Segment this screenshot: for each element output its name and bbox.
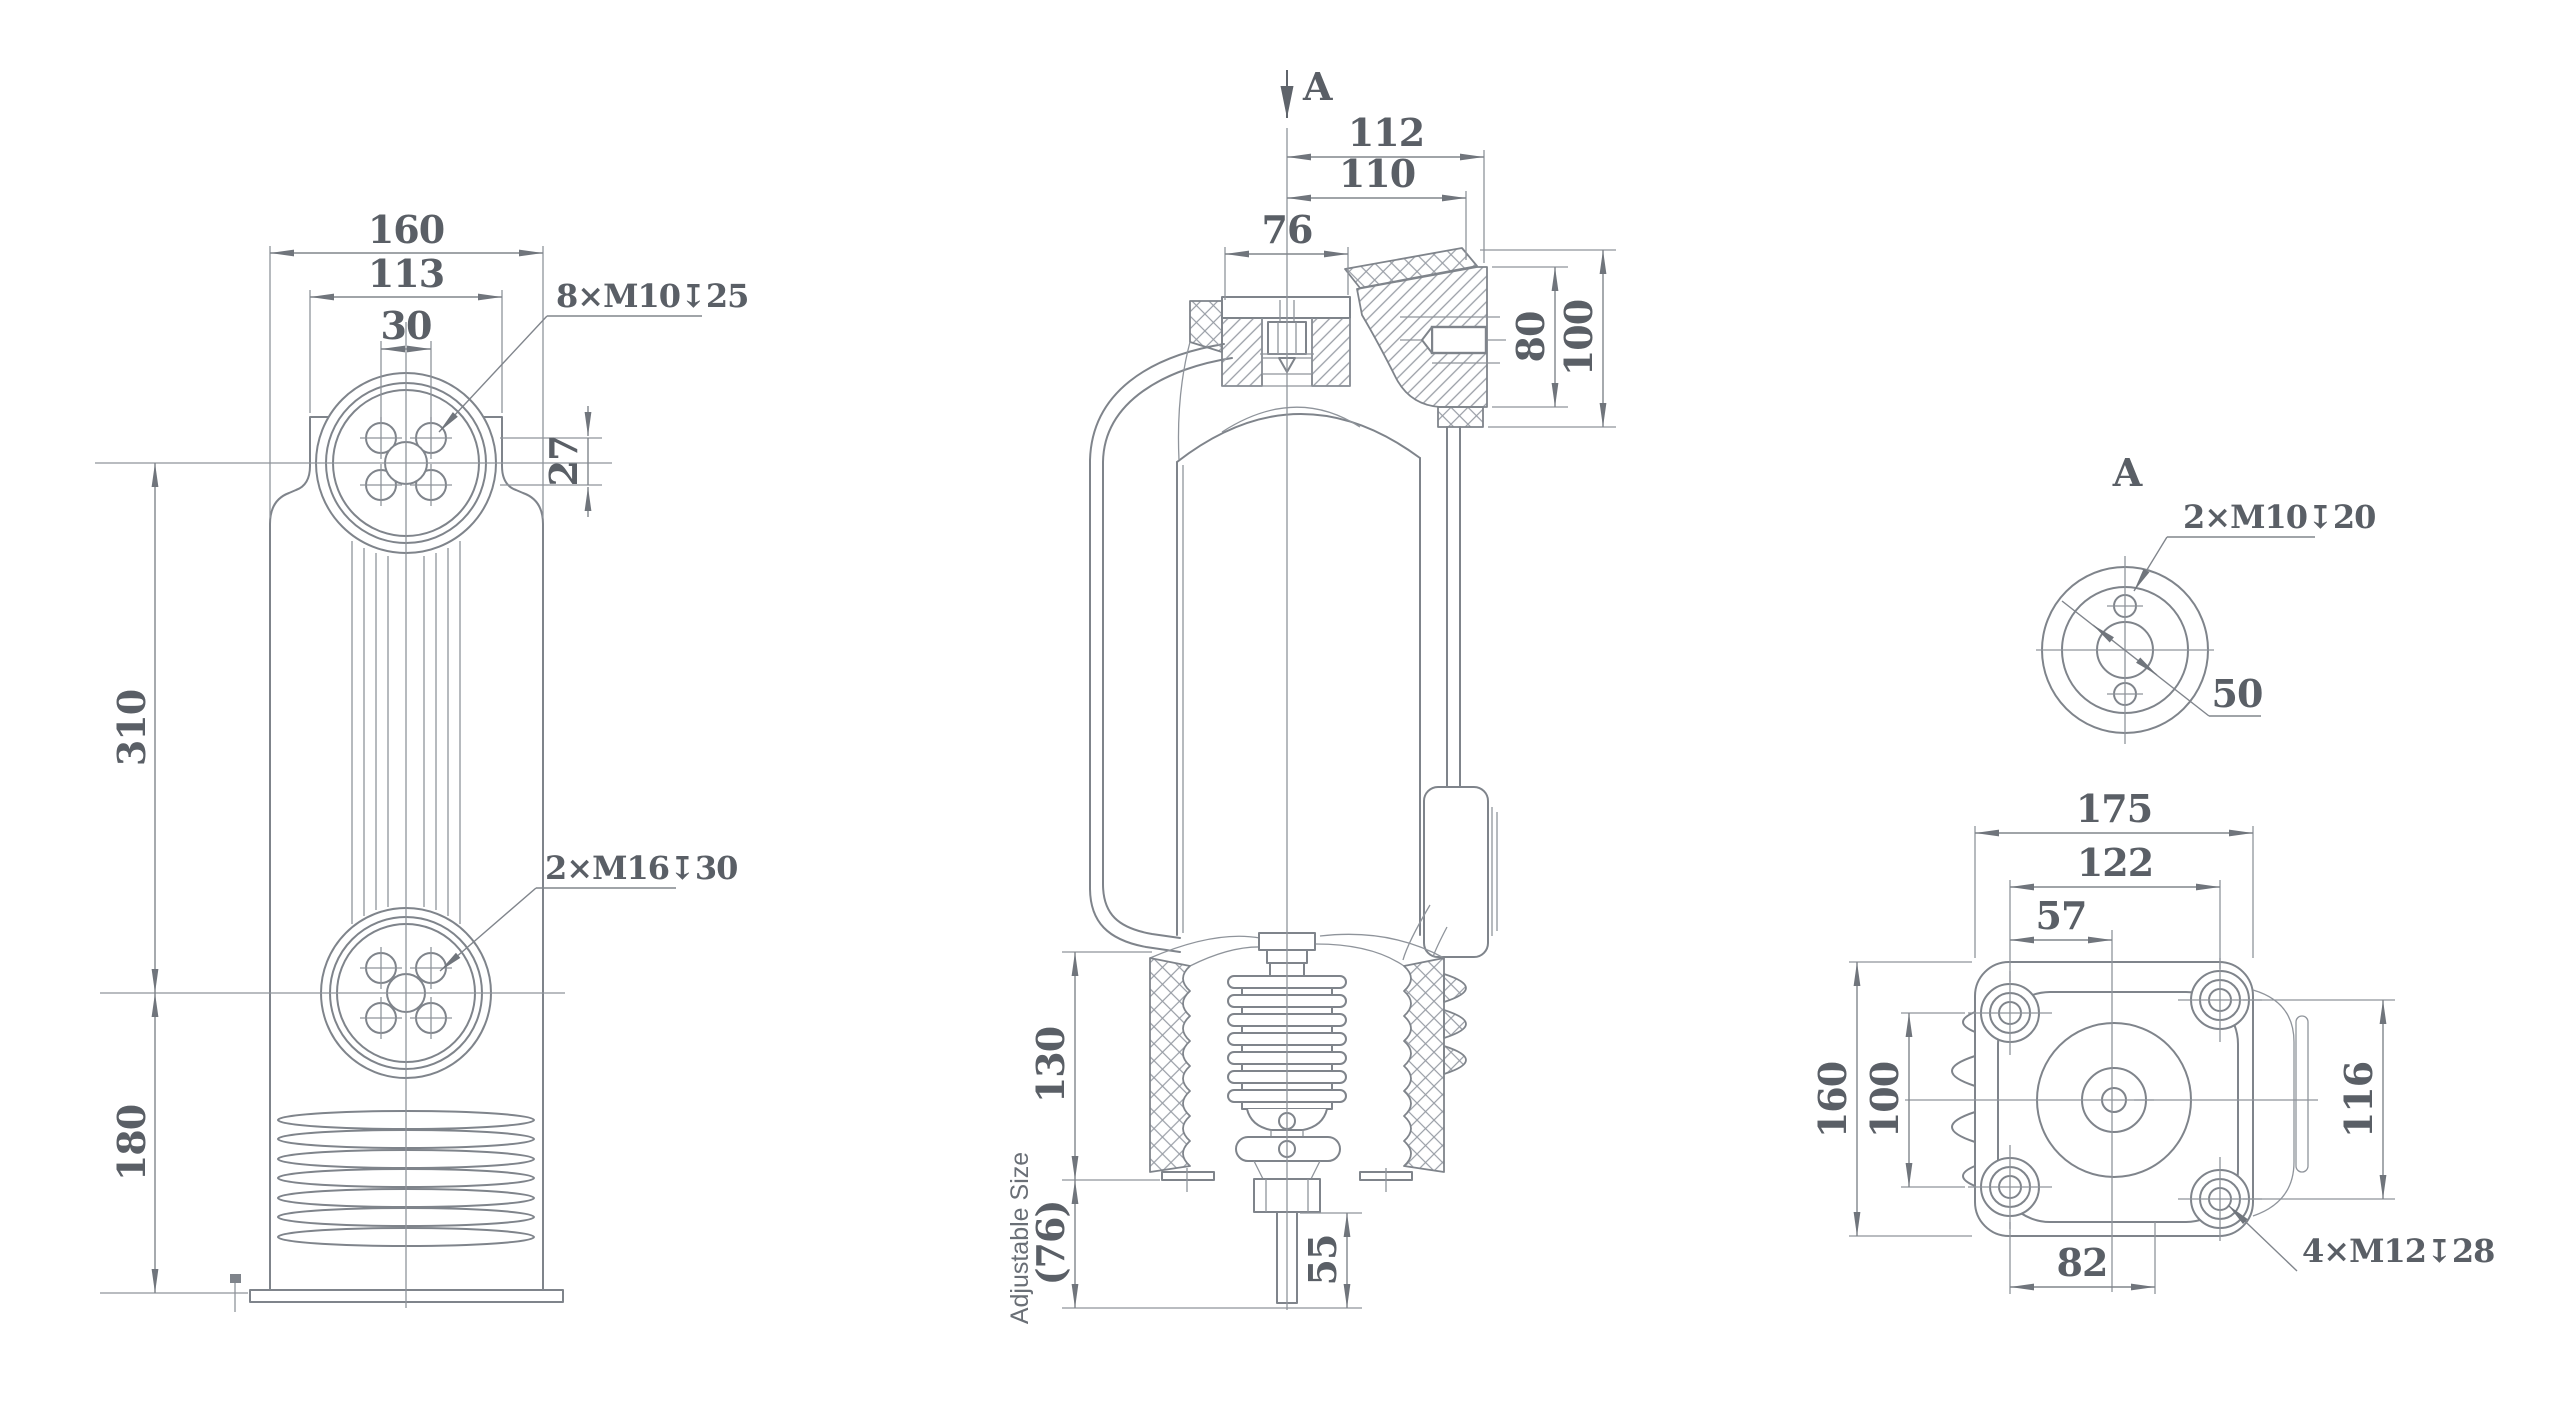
mounting-flange-view: 175 122 57 160 100 116 82 4×M12↧ (1810, 786, 2495, 1294)
dim-left-hole-span: 100 (1862, 1062, 1907, 1138)
dim-top-width-1: 112 (1348, 110, 1424, 155)
flange-lower-strip (1437, 406, 1484, 428)
label-lower-holes: 2×M16↧30 (545, 849, 737, 887)
dim-terminal-height: 100 (1556, 300, 1601, 376)
lower-skirt-section (1149, 933, 1467, 1192)
section-a-marker: A (2112, 450, 2143, 495)
dim-top-width-3: 76 (1262, 207, 1313, 252)
section-marker: A (1302, 64, 1333, 109)
pole-mold-lines (351, 541, 461, 924)
dim-flange-width: 113 (368, 251, 444, 296)
dim-lower-height: 180 (109, 1105, 154, 1181)
dim-upper-height: 310 (109, 690, 154, 766)
dim-flange-height: 160 (1810, 1062, 1855, 1138)
dim-flange-width: 175 (2076, 786, 2152, 831)
centerlines (95, 322, 612, 1308)
flange-cap-strip (1344, 247, 1478, 289)
flange-side-bulge (2252, 989, 2295, 1217)
dim-bolt-circle: 50 (2212, 671, 2263, 716)
label-corner-holes: 4×M12↧28 (2302, 1232, 2494, 1270)
dim-terminal-depth: 80 (1508, 312, 1553, 363)
bolt-circle-line (2061, 600, 2210, 717)
dim-center-offset: 57 (2036, 893, 2087, 938)
skirt-outer-ribs (1443, 973, 1467, 1075)
pole-side-view: 160 113 30 27 310 180 8×M10↧25 (95, 207, 749, 1312)
section-a-view: A 50 2×M10↧20 (2036, 450, 2376, 744)
flange-centerlines (1905, 930, 2318, 1292)
pole-front-section-view: A (1006, 64, 1616, 1324)
dim-bottom-offset: 82 (2057, 1240, 2108, 1285)
side-wall-lines (1446, 426, 1461, 788)
lifting-handle (1089, 343, 1233, 953)
flange-dimensions: 175 122 57 160 100 116 82 4×M12↧ (1810, 786, 2495, 1294)
label-section-holes: 2×M10↧20 (2183, 498, 2375, 536)
dim-adjustable: (76) (1028, 1201, 1073, 1286)
top-flange-section (1177, 247, 1506, 788)
front-view-dimensions: 112 110 76 80 100 130 (76) Adjustable Si… (1006, 110, 1616, 1324)
dim-hole-span-width: 122 (2077, 840, 2153, 885)
left-view-dimensions: 160 113 30 27 310 180 8×M10↧25 (100, 207, 749, 1294)
dim-right-hole-span: 116 (2336, 1062, 2381, 1138)
dim-hole-offset: 27 (541, 436, 586, 487)
base-foot-mark (230, 1274, 241, 1283)
dim-skirt-height: 130 (1028, 1027, 1073, 1103)
contact-arm-housing (1402, 786, 1498, 961)
flange-side-lip (2295, 1015, 2309, 1173)
flange-edge-ribs (1951, 1011, 1976, 1187)
dim-top-width-2: 110 (1339, 151, 1415, 196)
dim-hole-spacing: 30 (381, 303, 432, 348)
dim-overall-width: 160 (368, 207, 444, 252)
label-adjustable-size: Adjustable Size (1006, 1152, 1034, 1324)
label-upper-holes: 8×M10↧25 (556, 277, 748, 315)
terminal-tapped-hole (1400, 316, 1506, 364)
interrupter-housing (1176, 406, 1421, 936)
dim-stem-length: 55 (1300, 1235, 1345, 1286)
